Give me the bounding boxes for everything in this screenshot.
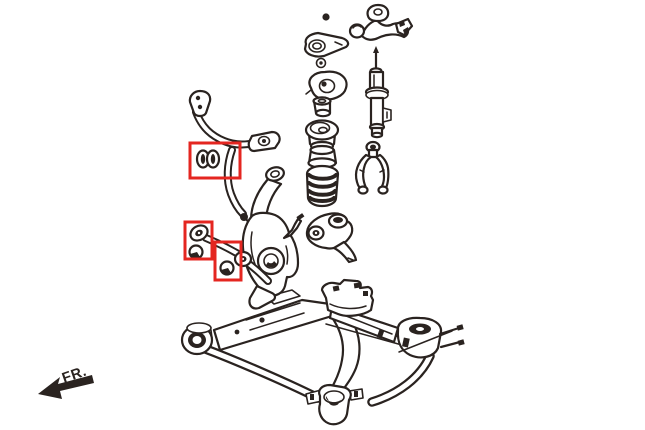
strut-mount-nut bbox=[322, 13, 330, 21]
upper-control-arm bbox=[348, 3, 414, 41]
strut-mount-plate bbox=[303, 31, 350, 58]
stabilizer-bushing-highlight bbox=[188, 141, 242, 180]
fr-label: FR. bbox=[60, 364, 89, 387]
lower-control-arm bbox=[189, 224, 272, 285]
spring-upper-seat bbox=[304, 119, 340, 152]
fr-direction-arrow: FR. bbox=[38, 364, 94, 399]
strut-fork bbox=[354, 140, 390, 195]
coil-spring bbox=[305, 164, 340, 208]
mount-washer bbox=[315, 57, 327, 69]
lower-arm-bushing-rear bbox=[219, 260, 235, 276]
strut-shock-absorber bbox=[364, 46, 392, 139]
highlight-boxes bbox=[183, 141, 243, 282]
steering-knuckle bbox=[241, 166, 305, 310]
lower-arm-bushing-front bbox=[188, 244, 204, 260]
lower-ball-joint-arm bbox=[305, 212, 358, 264]
bump-stop bbox=[312, 96, 332, 118]
lower-arm-rear-bushing-highlight bbox=[213, 240, 243, 282]
stabilizer-bushing bbox=[195, 149, 221, 169]
stabilizer-bar bbox=[188, 89, 281, 153]
lower-arm-front-bushing-highlight bbox=[183, 220, 214, 261]
arrow-icon bbox=[38, 375, 94, 399]
front-subframe bbox=[180, 278, 465, 426]
strut-bearing bbox=[305, 70, 348, 101]
dust-boot bbox=[307, 144, 338, 169]
